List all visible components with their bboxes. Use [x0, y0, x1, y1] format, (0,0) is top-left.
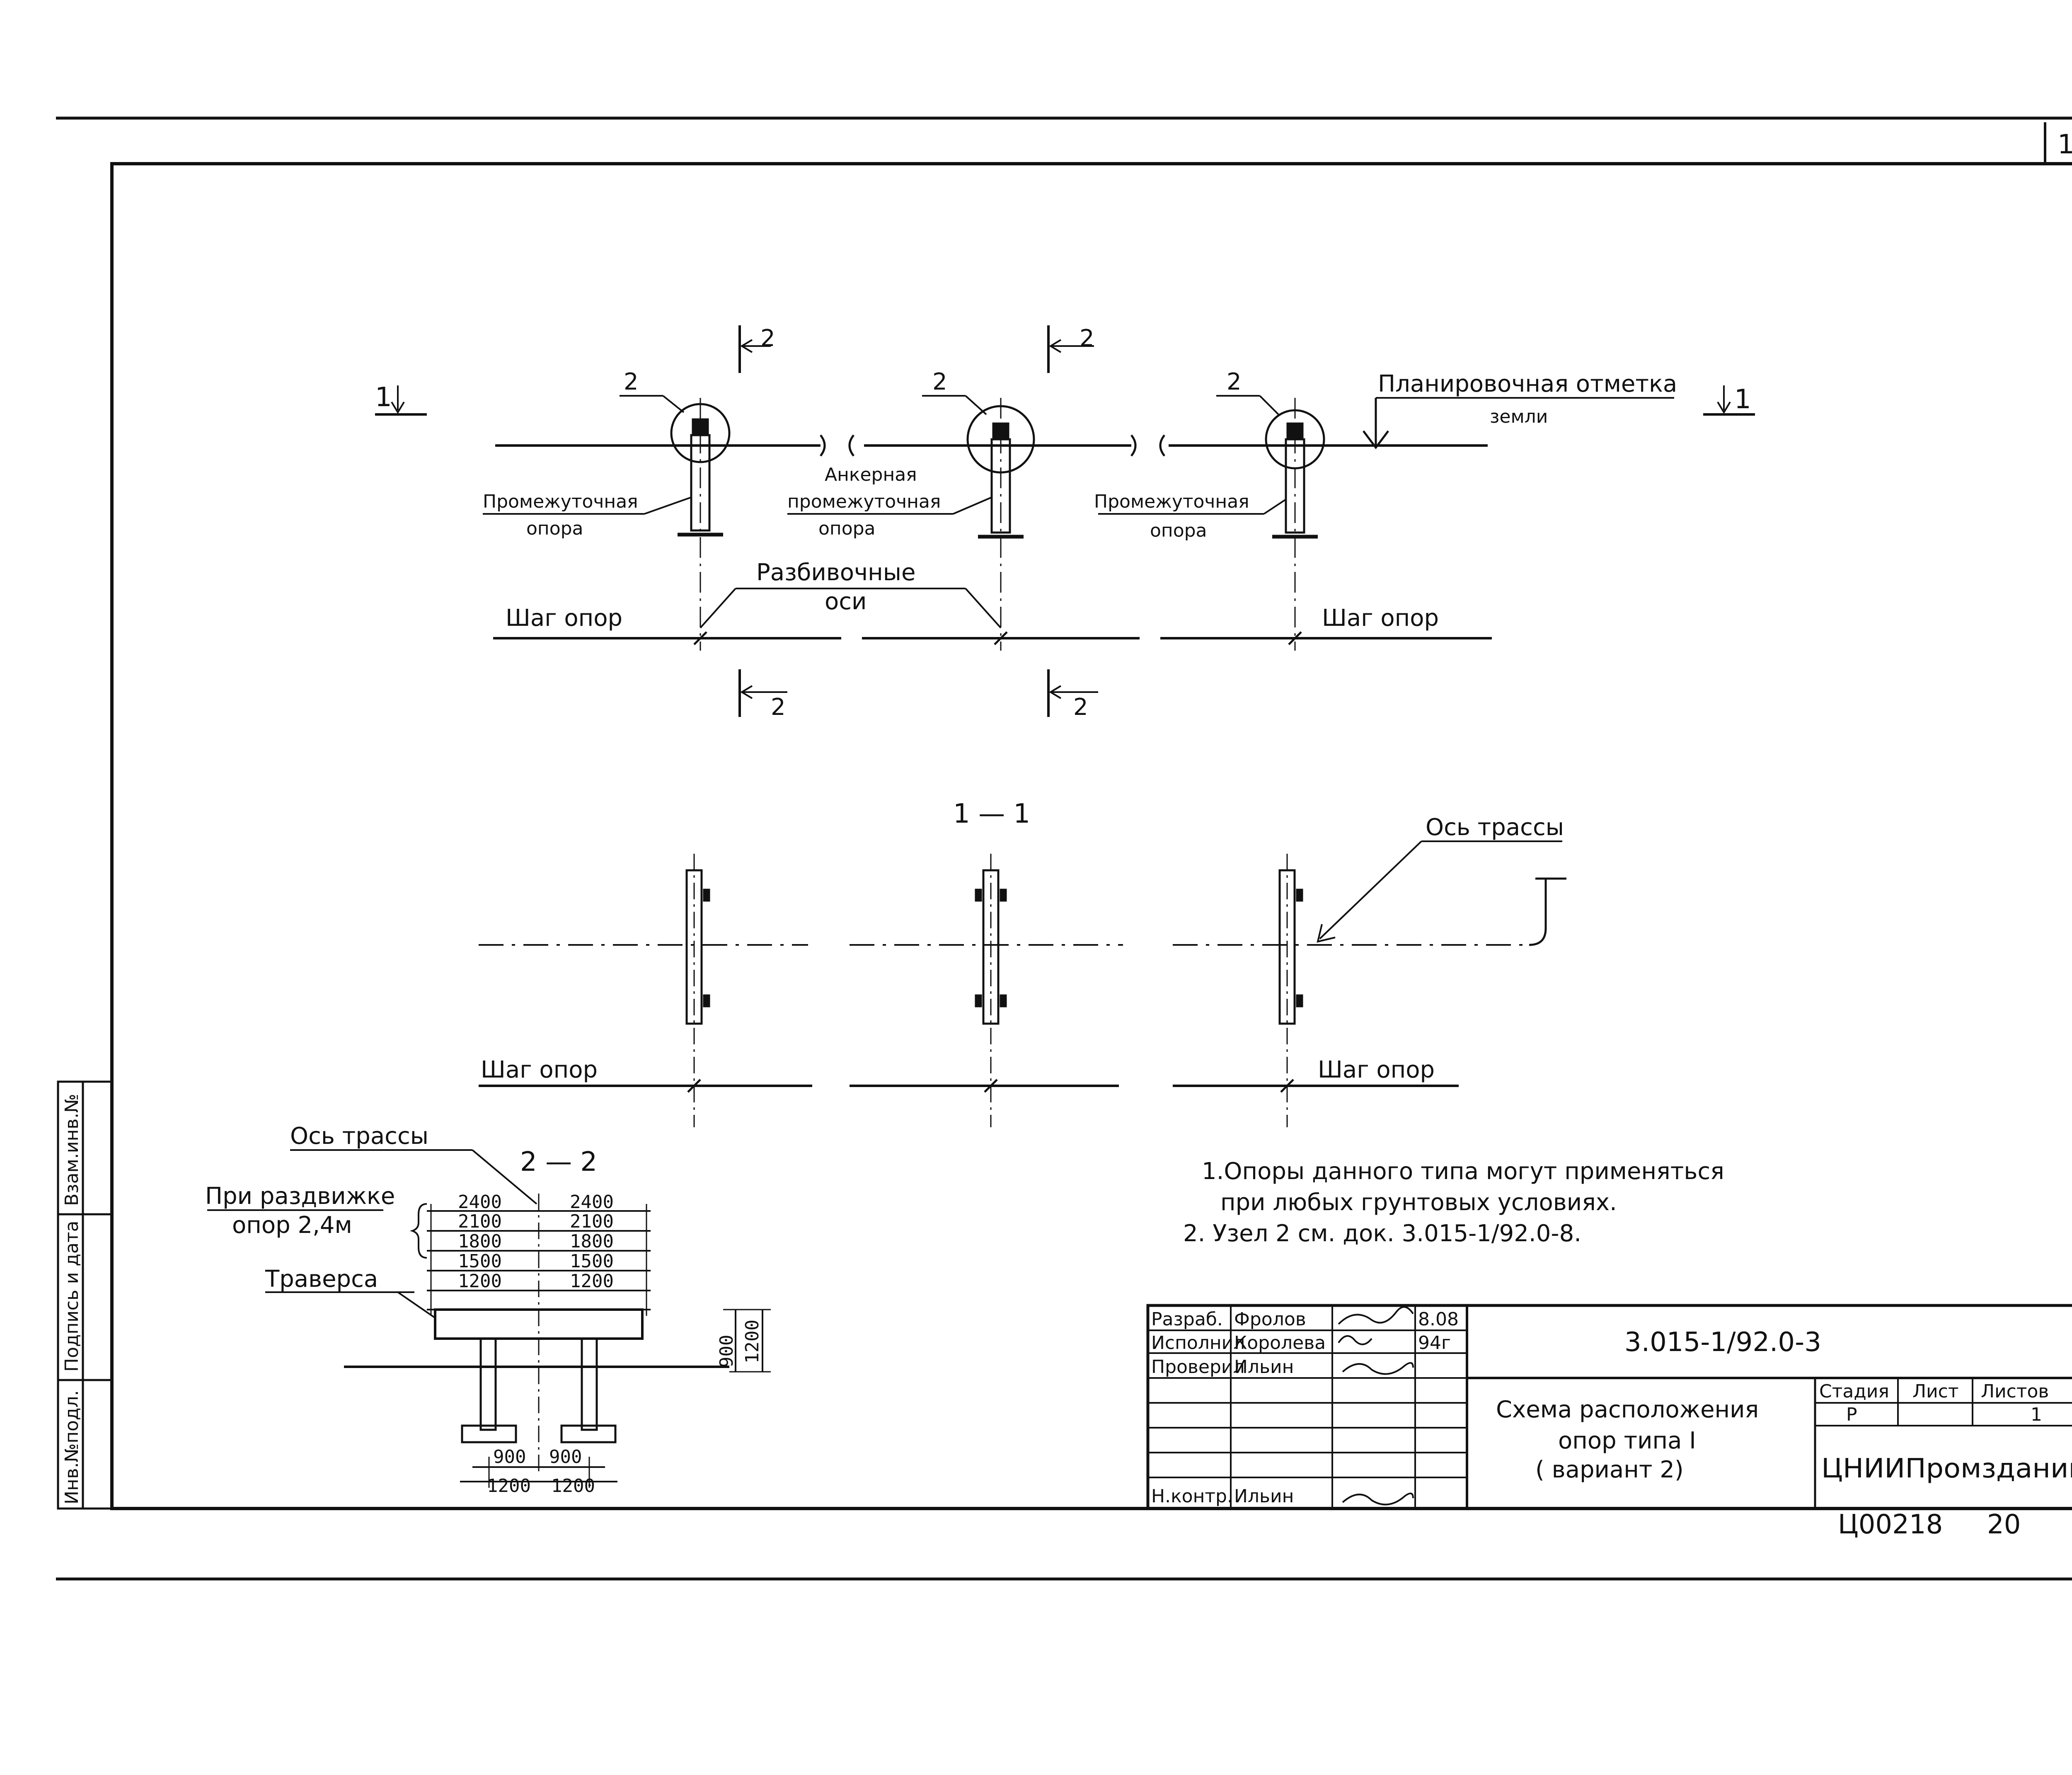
node-mark-right: 2	[1227, 368, 1242, 395]
axes-label-2: оси	[825, 588, 867, 615]
width-left-4: 1200	[458, 1271, 502, 1292]
note-2: 2. Узел 2 см. док. 3.015-1/92.0-8.	[1183, 1220, 1581, 1247]
section22-spread-1: При раздвижке	[205, 1183, 395, 1210]
section-mark-right: 1	[1734, 384, 1751, 415]
section22-bottom-right: 2	[1073, 694, 1088, 721]
section11-post-middle	[975, 854, 1007, 1127]
tb-sheet-header: Лист	[1912, 1381, 1959, 1402]
side-stamp-exchange-inv: Взам.инв.№	[61, 1094, 82, 1206]
dim-bottom-1200-right: 1200	[551, 1475, 595, 1497]
node-mark-left: 2	[624, 368, 639, 395]
tb-date-1: 94г	[1418, 1332, 1451, 1354]
side-stamp-signature-date: Подпись и дата	[61, 1221, 82, 1372]
tb-title-2: опор типа I	[1558, 1427, 1696, 1454]
tb-role-7: Н.контр.	[1151, 1486, 1233, 1507]
width-left-0: 2400	[458, 1191, 502, 1213]
support-mid-label-3: опора	[818, 518, 876, 539]
step-label-left: Шаг опор	[506, 605, 622, 632]
plan-view	[375, 325, 1755, 717]
note-1-line1: 1.Опоры данного типа могут применяться	[1202, 1158, 1724, 1185]
tb-role-2: Проверил	[1151, 1356, 1245, 1378]
section11-post-right	[1278, 854, 1303, 1127]
title-block-rows: Разраб. Фролов 8.08 Исполнил Королева 94…	[1151, 1309, 1459, 1507]
dim-bottom-1200-left: 1200	[487, 1475, 531, 1497]
section22-route-axis: Ось трассы	[290, 1123, 428, 1150]
section22-top-left: 2	[760, 325, 775, 352]
dim-bottom-900-right: 900	[549, 1446, 582, 1467]
section22-top-right: 2	[1080, 325, 1094, 352]
section11-post-left	[685, 854, 710, 1127]
section11-title: 1 — 1	[953, 799, 1030, 829]
support-mid-label-2: промежуточная	[787, 491, 941, 512]
tb-title-1: Схема расположения	[1496, 1396, 1759, 1423]
dim-1200-vertical: 1200	[742, 1320, 763, 1363]
tb-title-3: ( вариант 2)	[1535, 1456, 1684, 1483]
tb-sheets-value: 1	[2031, 1404, 2042, 1425]
tb-name-2: Ильин	[1234, 1356, 1294, 1378]
section22-bottom-left: 2	[771, 694, 786, 721]
tb-sheets-header: Листов	[1981, 1381, 2049, 1402]
section-1-1	[479, 840, 1566, 1127]
tb-name-0: Фролов	[1234, 1309, 1306, 1330]
width-left-1: 2100	[458, 1211, 502, 1232]
width-right-1: 2100	[570, 1211, 614, 1232]
section11-step-left: Шаг опор	[481, 1056, 598, 1083]
tb-date-0: 8.08	[1418, 1309, 1459, 1330]
dim-bottom-900-left: 900	[493, 1446, 526, 1467]
tb-stage-value: Р	[1846, 1404, 1857, 1425]
section22-traverse: Траверса	[265, 1266, 378, 1293]
sheet-frame	[56, 116, 2072, 1581]
page-number: 19	[2057, 129, 2072, 160]
support-left-label-2: опора	[526, 518, 583, 539]
grade-label-line2: земли	[1490, 406, 1548, 427]
axes-label-1: Разбивочные	[756, 559, 915, 586]
support-left-label-1: Промежуточная	[483, 491, 638, 512]
tb-role-1: Исполнил	[1151, 1332, 1245, 1354]
grade-label-line1: Планировочная отметка	[1378, 370, 1677, 397]
side-stamp	[57, 1080, 113, 1510]
note-1-line2: при любых грунтовых условиях.	[1220, 1189, 1617, 1216]
section11-step-right: Шаг опор	[1318, 1056, 1435, 1083]
bottom-code: Ц00218	[1838, 1509, 1943, 1540]
section22-width-labels: 2400 2100 1800 1500 1200 2400 2100 1800 …	[458, 1191, 614, 1292]
tb-name-1: Королева	[1234, 1332, 1326, 1354]
doc-code: 3.015-1/92.0-3	[1624, 1327, 1821, 1358]
tb-role-0: Разраб.	[1151, 1309, 1223, 1330]
tb-stage-header: Стадия	[1819, 1381, 1889, 1402]
section-mark-left: 1	[375, 382, 392, 413]
support-right-label-2: опора	[1150, 520, 1207, 541]
title-block	[1146, 1304, 2072, 1510]
section22-title: 2 — 2	[520, 1147, 597, 1177]
width-right-4: 1200	[570, 1271, 614, 1292]
section22-spread-2: опор 2,4м	[232, 1212, 352, 1239]
tb-name-7: Ильин	[1234, 1486, 1294, 1507]
dim-900-vertical: 900	[716, 1335, 737, 1368]
support-right-label-1: Промежуточная	[1094, 491, 1249, 512]
bottom-number: 20	[1987, 1509, 2021, 1540]
width-right-2: 1800	[570, 1231, 614, 1252]
width-left-3: 1500	[458, 1251, 502, 1272]
section-2-2	[207, 1149, 771, 1488]
width-right-3: 1500	[570, 1251, 614, 1272]
step-label-right: Шаг опор	[1322, 605, 1439, 632]
support-mid-label-1: Анкерная	[825, 464, 917, 485]
tb-organization: ЦНИИПромзданий	[1821, 1453, 2072, 1484]
side-stamp-inv-no-orig: Инв.№подл.	[61, 1390, 82, 1504]
node-mark-middle: 2	[932, 368, 947, 395]
width-right-0: 2400	[570, 1191, 614, 1213]
section11-route-axis: Ось трассы	[1426, 814, 1564, 841]
width-left-2: 1800	[458, 1231, 502, 1252]
